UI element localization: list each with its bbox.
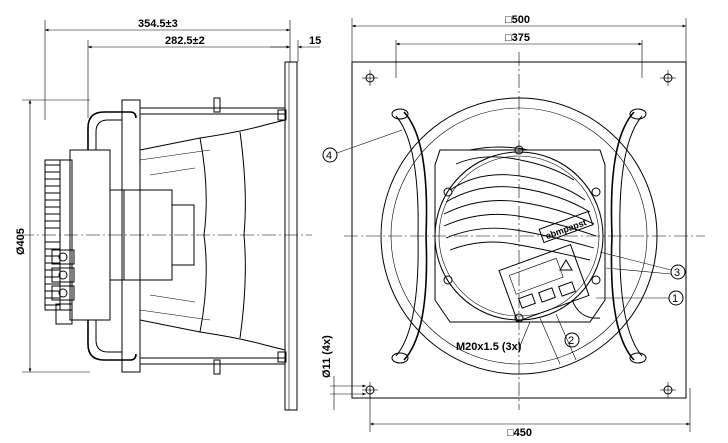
side-view: 354.5±3 282.5±2 15 Ø405 xyxy=(15,18,321,411)
front-view: □500 □375 □450 Ø11 (4x) xyxy=(321,14,705,439)
callout-4: 4 xyxy=(322,129,403,163)
dim-hole-spacing-top: □375 xyxy=(505,32,530,44)
svg-text:3: 3 xyxy=(674,267,680,279)
dim-hole-spacing-bottom: □450 xyxy=(507,427,532,439)
dim-flange: 15 xyxy=(309,35,321,47)
callout-3: 3 xyxy=(599,251,686,280)
callout-1: 1 xyxy=(596,290,684,306)
mounting-holes xyxy=(362,70,676,398)
dim-overall-length: 354.5±3 xyxy=(138,18,178,30)
svg-text:4: 4 xyxy=(326,150,332,162)
thread-label: M20x1.5 (3x) xyxy=(456,341,522,353)
dim-plate-width: □500 xyxy=(505,14,530,26)
dim-hole-diameter: Ø11 (4x) xyxy=(321,335,333,378)
cooling-grill xyxy=(443,146,597,261)
svg-text:1: 1 xyxy=(672,293,678,305)
svg-text:2: 2 xyxy=(568,335,574,347)
dim-inner-length: 282.5±2 xyxy=(165,35,205,47)
dim-diameter: Ø405 xyxy=(15,228,27,255)
callout-2: 2 xyxy=(539,313,580,365)
